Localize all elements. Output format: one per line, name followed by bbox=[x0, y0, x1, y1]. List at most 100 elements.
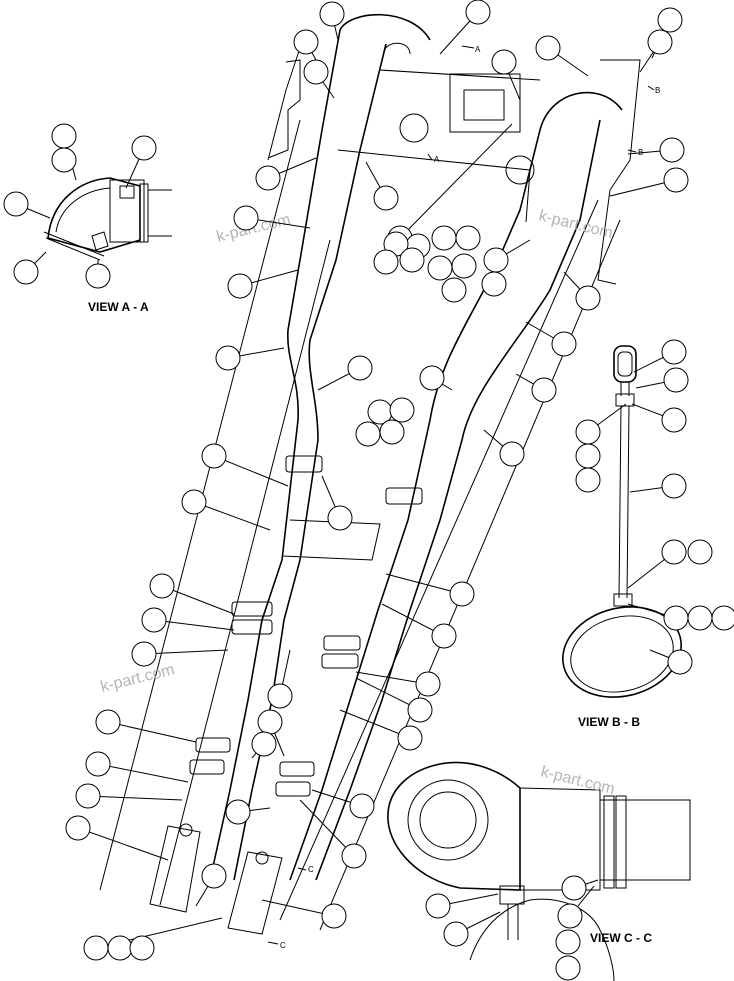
callout-bubble bbox=[303, 59, 329, 85]
callout-bubble bbox=[321, 903, 347, 929]
leader-line bbox=[97, 763, 189, 783]
callout-bubble bbox=[107, 935, 133, 961]
callout-bubble bbox=[431, 623, 457, 649]
view-a-a-detail bbox=[43, 177, 172, 261]
leader-line bbox=[339, 709, 411, 739]
leader-line bbox=[87, 795, 183, 801]
callout-bubble bbox=[661, 339, 687, 365]
callout-bubble bbox=[431, 225, 457, 251]
callout-bubble bbox=[355, 421, 381, 447]
section-marker-a-lower: A bbox=[434, 155, 440, 164]
watermark-lower-left: k-part.com bbox=[99, 661, 176, 696]
leader-line bbox=[213, 455, 289, 487]
callout-bubble bbox=[341, 843, 367, 869]
callout-bubble bbox=[389, 397, 415, 423]
callout-bubble bbox=[373, 185, 399, 211]
callout-bubble bbox=[499, 441, 525, 467]
callout-bubble bbox=[575, 467, 601, 493]
callout-bubble bbox=[441, 277, 467, 303]
callout-bubble bbox=[491, 49, 517, 75]
callout-bubble bbox=[201, 863, 227, 889]
callout-bubble bbox=[575, 285, 601, 311]
leader-line bbox=[153, 619, 235, 631]
callout-bubble bbox=[319, 1, 345, 27]
callout-bubble bbox=[407, 697, 433, 723]
callout-bubble bbox=[427, 255, 453, 281]
callout-bubble bbox=[663, 367, 689, 393]
callout-bubble bbox=[3, 191, 29, 217]
callout-bubble bbox=[85, 263, 111, 289]
callout-bubble bbox=[379, 419, 405, 445]
main-assembly bbox=[99, 13, 641, 935]
leader-line bbox=[193, 501, 271, 531]
view-b-b-label: VIEW B - B bbox=[578, 715, 640, 729]
callout-bubble bbox=[419, 365, 445, 391]
callout-bubble bbox=[373, 249, 399, 275]
view-c-c-detail bbox=[387, 761, 691, 981]
callout-bubble bbox=[551, 331, 577, 357]
section-marker-a-top: A bbox=[475, 45, 481, 54]
leader-line bbox=[399, 123, 513, 239]
callout-bubble bbox=[233, 205, 259, 231]
section-markers: A A B B C C bbox=[267, 45, 660, 950]
callout-bubbles bbox=[3, 0, 734, 981]
callout-bubble bbox=[95, 709, 121, 735]
callout-bubble bbox=[449, 581, 475, 607]
callout-bubble bbox=[227, 273, 253, 299]
callout-bubble bbox=[647, 29, 673, 55]
callout-bubble bbox=[131, 641, 157, 667]
callout-bubble bbox=[555, 955, 581, 981]
callout-bubble bbox=[659, 137, 685, 163]
section-marker-b-top: B bbox=[655, 86, 660, 95]
callout-bubble bbox=[225, 799, 251, 825]
callout-bubble bbox=[425, 893, 451, 919]
callout-bubble bbox=[451, 253, 477, 279]
callout-bubble bbox=[443, 921, 469, 947]
callout-bubble bbox=[267, 683, 293, 709]
view-b-b-detail bbox=[562, 345, 682, 698]
callout-bubble bbox=[663, 605, 689, 631]
callout-bubble bbox=[687, 605, 713, 631]
callout-bubble bbox=[83, 935, 109, 961]
callout-bubble bbox=[663, 167, 689, 193]
view-c-c-label: VIEW C - C bbox=[590, 931, 652, 945]
callout-bubble bbox=[483, 247, 509, 273]
callout-bubble bbox=[257, 709, 283, 735]
watermark-right: k-part.com bbox=[537, 207, 614, 242]
callout-bubble bbox=[397, 725, 423, 751]
callout-bubble bbox=[661, 473, 687, 499]
callout-bubble bbox=[51, 147, 77, 173]
section-marker-c-top: C bbox=[308, 865, 314, 874]
watermark-lower-right: k-part.com bbox=[539, 763, 616, 798]
callout-bubble bbox=[711, 605, 734, 631]
callout-bubble bbox=[75, 783, 101, 809]
callout-bubble bbox=[327, 505, 353, 531]
callout-bubble bbox=[415, 671, 441, 697]
section-marker-c-bottom: C bbox=[280, 941, 286, 950]
callout-bubble bbox=[251, 731, 277, 757]
view-a-a-label: VIEW A - A bbox=[88, 300, 149, 314]
leader-line bbox=[161, 585, 235, 615]
callout-bubble bbox=[481, 271, 507, 297]
leader-line bbox=[107, 721, 197, 743]
callout-bubble bbox=[131, 135, 157, 161]
callout-bubble bbox=[561, 875, 587, 901]
leader-line bbox=[77, 827, 169, 861]
callout-bubble bbox=[85, 751, 111, 777]
callout-bubble bbox=[13, 259, 39, 285]
leader-line bbox=[385, 573, 463, 595]
callout-bubble bbox=[293, 29, 319, 55]
callout-bubble bbox=[455, 225, 481, 251]
callout-bubble bbox=[181, 489, 207, 515]
callout-bubble bbox=[215, 345, 241, 371]
leader-line bbox=[143, 649, 229, 655]
callout-bubble bbox=[555, 929, 581, 955]
callout-bubble bbox=[575, 443, 601, 469]
callout-bubble bbox=[347, 355, 373, 381]
callout-bubble bbox=[255, 165, 281, 191]
callout-bubble bbox=[661, 539, 687, 565]
callout-bubble bbox=[535, 35, 561, 61]
callout-bubble bbox=[201, 443, 227, 469]
callout-bubble bbox=[65, 815, 91, 841]
